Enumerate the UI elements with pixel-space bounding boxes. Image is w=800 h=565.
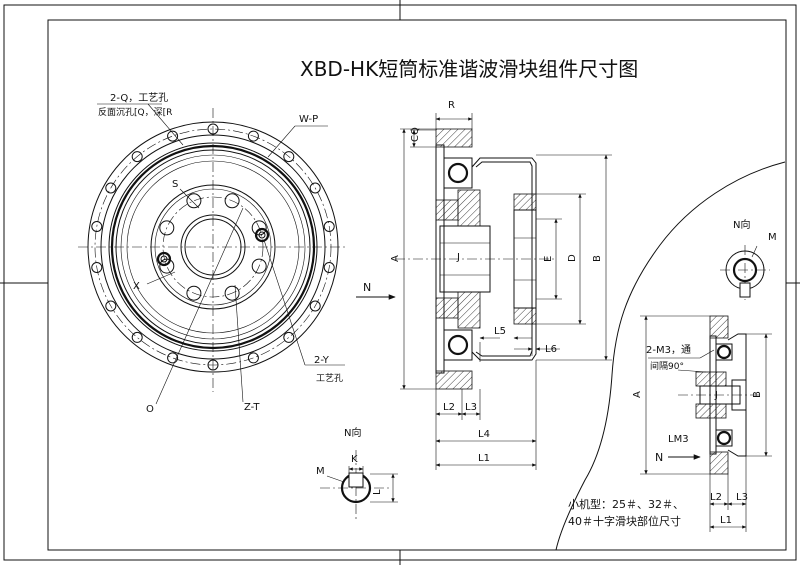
dim-a: A [390,255,401,262]
bolt-hole [247,352,259,364]
front-view-leaders [97,103,345,405]
bolt-hole [224,193,240,209]
bolt-hole [247,130,259,142]
label-2-y-note: 工艺孔 [316,373,343,384]
dim-k: K [351,454,358,465]
dim-e: E [543,256,554,262]
small-model-note-line1: 小机型：25＃、32＃、 [568,497,684,511]
dim-d: D [567,254,578,262]
small-callout-interval: 间隔90° [650,360,684,372]
label-x: X [133,281,140,292]
dim-l: L [372,489,383,495]
label-s: S [172,179,178,190]
small-dim-b: B [752,391,763,398]
bolt-hole [251,258,267,274]
bolt-hole [224,285,240,301]
bolt-hole [207,123,219,135]
dim-l2: L2 [443,402,455,413]
small-callout-m3: 2-M3，通 [646,344,691,356]
small-dim-lm3: LM3 [668,434,689,445]
dim-m: M [316,466,325,477]
bolt-hole [91,221,103,232]
dim-cq: CQ [410,127,421,142]
dim-l6: L6 [545,344,557,355]
label-o: O [146,404,154,415]
label-z-t: Z-T [244,402,260,413]
small-dim-a: A [632,391,643,398]
dim-l1: L1 [478,453,490,464]
bolt-hole [323,221,335,232]
small-dim-l2: L2 [710,492,722,503]
bolt-hole [207,359,219,371]
dim-l4: L4 [478,429,490,440]
small-label-j: J [714,390,718,401]
small-model-section [678,315,760,475]
section-view-dimensions [400,113,612,470]
bolt-hole [309,300,321,312]
bolt-hole [159,220,175,236]
bolt-hole [131,331,143,343]
drawing-title: XBD-HK短筒标准谐波滑块组件尺寸图 [300,57,638,81]
dim-l3: L3 [465,402,477,413]
front-view [78,108,348,392]
dim-l5: L5 [494,326,506,337]
dim-r: R [448,100,455,111]
section-view [395,128,555,390]
bolt-hole [186,285,202,301]
n-view-right [720,245,770,300]
small-dim-l1: L1 [720,515,732,526]
small-view-arrow-n: N [655,451,663,464]
n-view-bottom-title: N向 [344,426,361,439]
small-model-dimensions [640,315,772,532]
label-w-p: W-P [299,114,318,125]
bolt-hole [167,352,179,364]
n-view-bottom [320,450,398,520]
n-view-right-dim-m: M [768,232,777,243]
dim-b: B [592,255,603,262]
callout-counterbore-note: 反面沉孔[Q，深[R [98,107,172,118]
bolt-hole [167,130,179,142]
bolt-hole [283,151,295,163]
bolt-hole [309,182,321,194]
label-2-y: 2-Y [314,355,330,366]
detail-break-outline [555,161,786,551]
callout-process-hole-q: 2-Q，工艺孔 [110,92,168,104]
outer-bolt-holes [91,123,335,371]
bolt-hole [105,300,117,312]
view-arrow-n: N [363,281,371,294]
bolt-hole [105,182,117,194]
bolt-hole [323,262,335,273]
small-model-note-line2: 40＃十字滑块部位尺寸 [568,514,681,528]
bolt-hole [131,151,143,163]
label-j: J [456,252,460,263]
n-view-right-title: N向 [733,218,750,231]
bolt-hole [91,262,103,273]
bolt-hole [186,193,202,209]
bolt-hole [283,331,295,343]
small-dim-l3: L3 [736,492,748,503]
